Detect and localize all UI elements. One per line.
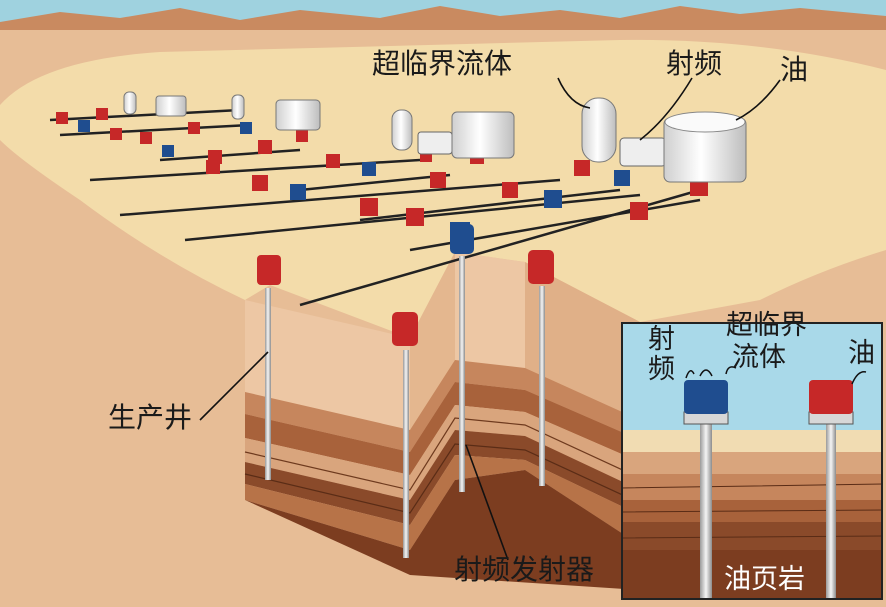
leader-lines <box>199 77 781 561</box>
well-casing <box>265 288 271 480</box>
inset-label-oil: 油 <box>848 338 875 369</box>
inset-label-supercritical-2: 流体 <box>732 342 786 373</box>
surface-wellheads <box>56 108 708 242</box>
wellhead-red <box>430 172 446 188</box>
wellhead-blue <box>162 145 174 157</box>
label-production-well: 生产井 <box>108 401 193 434</box>
wellhead-red <box>96 108 108 120</box>
surface-facilities <box>123 91 747 183</box>
oil-storage-tank-top <box>664 111 746 133</box>
inset-frame <box>621 322 883 600</box>
wellhead-red <box>392 312 418 346</box>
oil-tank-small <box>275 99 321 131</box>
fluid-tank <box>391 109 413 151</box>
well-casing <box>539 286 545 486</box>
oil-tank-medium <box>451 111 515 159</box>
inset-label-supercritical-1: 超临界 <box>726 310 807 341</box>
wellhead-red <box>206 160 220 174</box>
wellhead-blue <box>78 120 90 132</box>
inset-label-rf-1: 射 <box>648 324 675 355</box>
wellhead-red <box>258 140 272 154</box>
inset-label-rf-2: 频 <box>648 354 675 385</box>
wellhead-red <box>140 132 152 144</box>
wellhead-red <box>360 198 378 216</box>
well-casing <box>403 350 409 558</box>
wellhead-red <box>574 160 590 176</box>
wellhead-red <box>56 112 68 124</box>
wellhead-red <box>252 175 268 191</box>
wellhead-blue <box>544 190 562 208</box>
wellhead-red <box>110 128 122 140</box>
wellhead-red <box>630 202 648 220</box>
inset-oil-casing <box>826 420 836 598</box>
wellhead-blue <box>614 170 630 186</box>
wellhead-blue <box>450 224 474 254</box>
supercritical-fluid-tank <box>581 97 617 163</box>
rf-emitter-well <box>450 224 474 492</box>
inset-panel <box>620 322 884 600</box>
label-oil: 油 <box>780 53 809 86</box>
rf-generator-truck <box>619 137 667 167</box>
wellhead-red <box>257 255 281 285</box>
inset-blue-wellhead <box>684 380 728 414</box>
small-tank <box>123 91 137 115</box>
label-supercritical-fluid: 超临界流体 <box>372 47 513 80</box>
wellhead-blue <box>290 184 306 200</box>
wellhead-red <box>296 130 308 142</box>
wellhead-red <box>528 250 554 284</box>
inset-rf-casing <box>700 420 712 598</box>
wellhead-red <box>188 122 200 134</box>
wellhead-red <box>406 208 424 226</box>
oil-tank-small <box>155 95 187 117</box>
production-wells <box>257 250 554 558</box>
label-radio-frequency: 射频 <box>666 47 723 80</box>
emitter-casing <box>459 256 465 492</box>
small-tank <box>231 94 245 120</box>
wellhead-blue <box>240 122 252 134</box>
inset-red-wellhead <box>809 380 853 414</box>
wellhead-red <box>326 154 340 168</box>
label-rf-emitter: 射频发射器 <box>454 553 595 586</box>
wellhead-blue <box>362 162 376 176</box>
wellhead-red <box>502 182 518 198</box>
inset-label-oil-shale: 油页岩 <box>724 564 805 595</box>
rf-generator-truck <box>417 131 453 155</box>
